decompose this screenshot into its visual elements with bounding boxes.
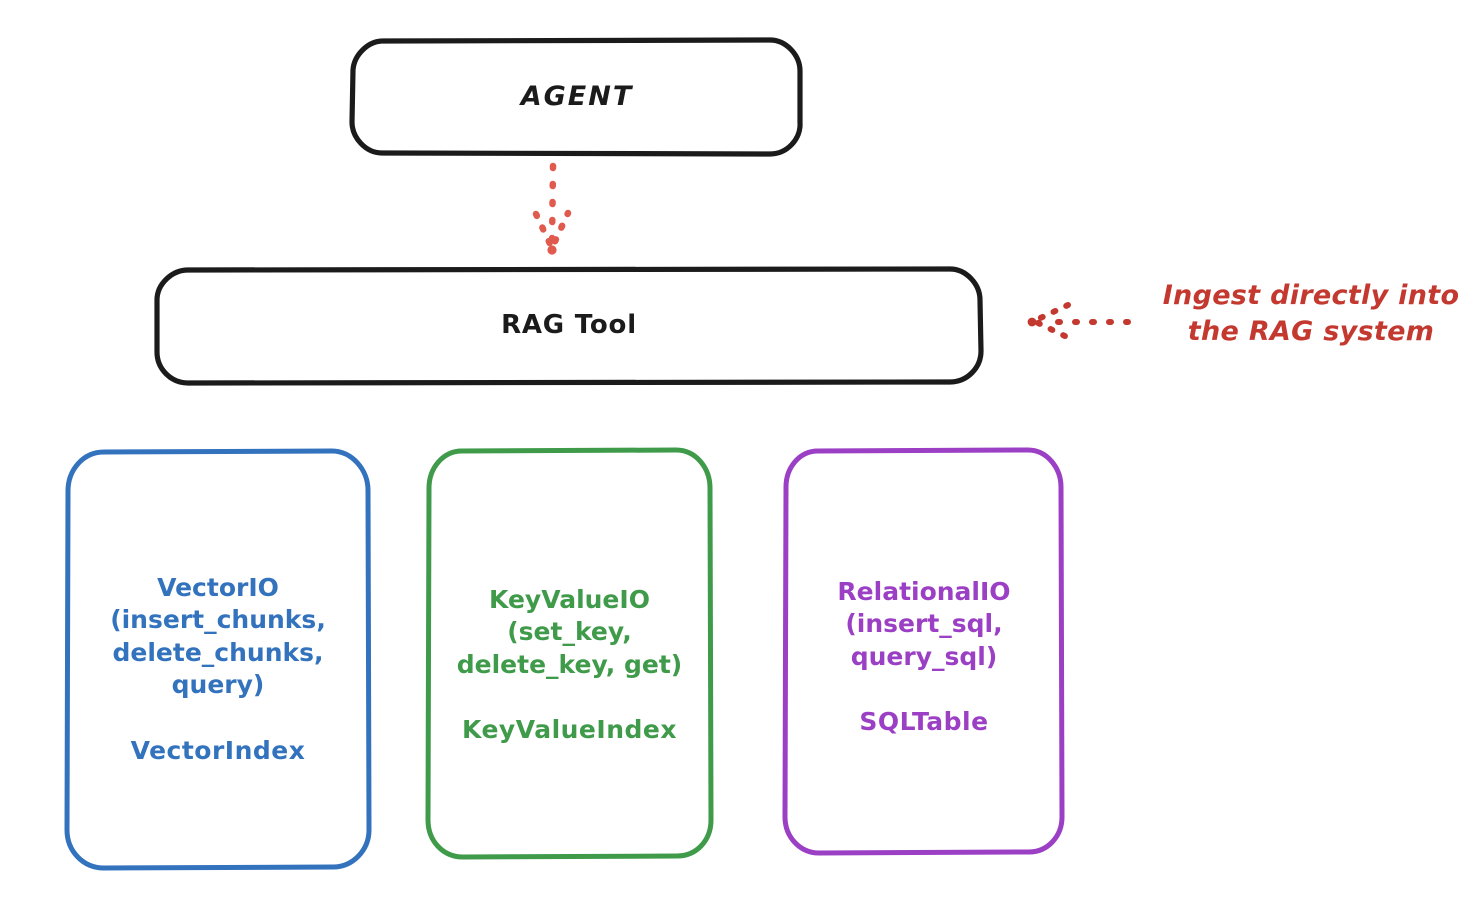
vector-io-api-label: VectorIO (insert_chunks, delete_chunks, … (110, 572, 326, 700)
relational-io-api-label: RelationalIO (insert_sql, query_sql) (837, 576, 1011, 671)
node-agent[interactable]: AGENT (352, 40, 802, 154)
node-key-value-io[interactable]: KeyValueIO (set_key, delete_key, get) Ke… (427, 450, 712, 858)
rag-tool-box-outline (154, 266, 984, 386)
vector-io-box-outline (64, 448, 372, 871)
vector-io-index-label: VectorIndex (130, 735, 306, 765)
vector-io-content: VectorIO (insert_chunks, delete_chunks, … (76, 572, 360, 765)
ingest-pointer-arrow (1027, 302, 1131, 341)
ingest-annotation-text: Ingest directly into the RAG system (1162, 280, 1460, 347)
node-relational-io[interactable]: RelationalIO (insert_sql, query_sql) SQL… (784, 450, 1064, 854)
relational-io-index-label: SQLTable (859, 707, 989, 737)
agent-box-outline (349, 37, 803, 157)
agent-label: AGENT (520, 80, 634, 112)
agent-to-rag-tool-arrow (532, 162, 572, 255)
key-value-io-index-label: KeyValueIndex (462, 715, 677, 745)
node-rag-tool[interactable]: RAG Tool (156, 269, 982, 383)
node-vector-io[interactable]: VectorIO (insert_chunks, delete_chunks, … (66, 450, 370, 870)
rag-tool-label: RAG Tool (501, 310, 637, 341)
relational-io-box-outline (782, 447, 1065, 856)
key-value-io-api-label: KeyValueIO (set_key, delete_key, get) (456, 584, 683, 679)
key-value-io-content: KeyValueIO (set_key, delete_key, get) Ke… (435, 584, 704, 745)
key-value-io-box-outline (425, 447, 714, 860)
relational-io-content: RelationalIO (insert_sql, query_sql) SQL… (792, 576, 1056, 737)
